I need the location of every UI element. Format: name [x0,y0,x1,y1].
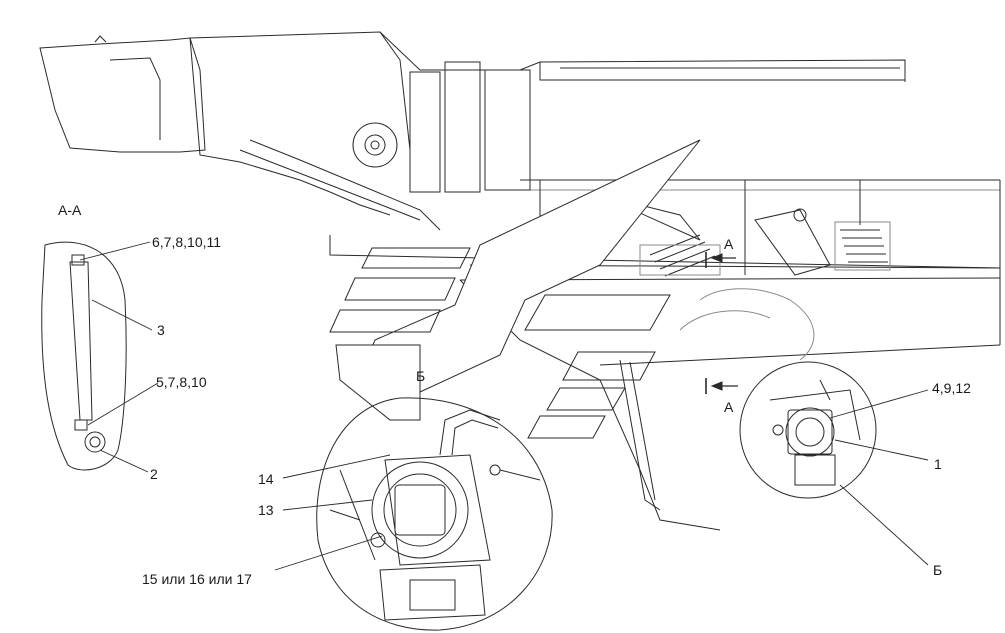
callout-6-7-8-10-11: 6,7,8,10,11 [152,234,222,250]
callout-3: 3 [157,322,165,338]
callout-1: 1 [934,456,942,472]
leader-lines [79,241,929,571]
callout-13: 13 [258,502,274,518]
callout-5-7-8-10: 5,7,8,10 [156,374,207,390]
callout-2: 2 [150,466,158,482]
section-title: А-А [58,202,82,218]
view-arrow-hatch [329,139,701,439]
section-label-a-bottom: А [724,399,734,415]
callout-14: 14 [258,471,274,487]
section-marker-top [705,252,736,268]
view-label-b-right: Б [933,562,943,578]
section-marker-bottom [705,378,738,394]
section-a-a-detail [41,241,127,471]
detail-circle-left [316,397,553,631]
view-label-b-center: Б [416,368,426,384]
detail-circle-right [739,361,877,499]
callout-15-16-17: 15 или 16 или 17 [142,571,252,587]
section-label-a-top: А [724,236,734,252]
callout-4-9-12: 4,9,12 [932,380,971,396]
